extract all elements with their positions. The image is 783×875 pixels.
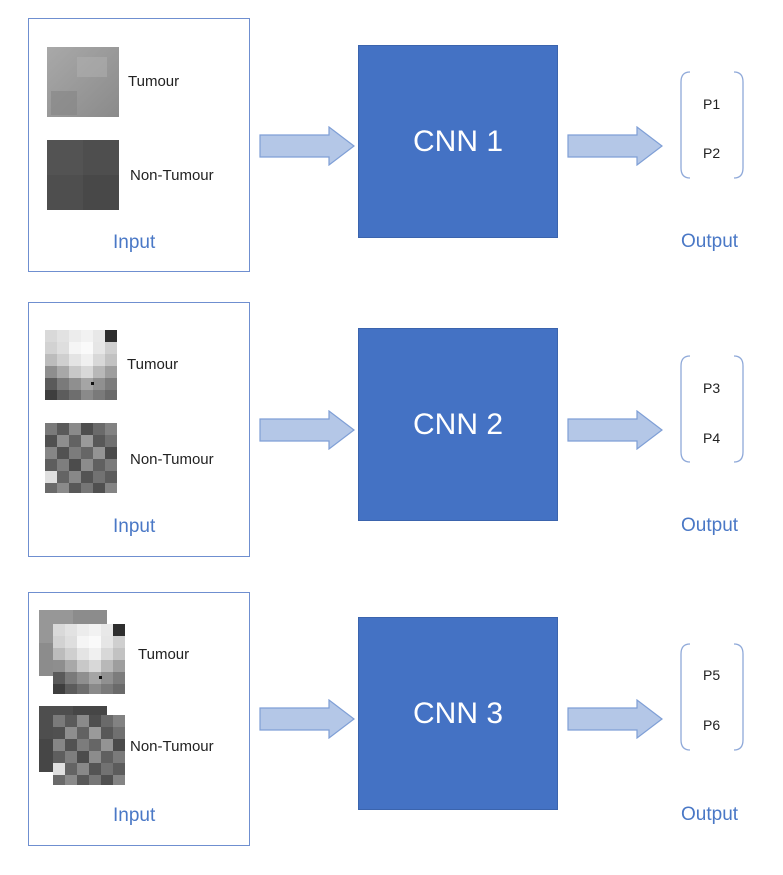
output-vector-brackets [680,355,744,463]
input-box: Tumour Non-Tumour Input [28,302,250,557]
non-tumour-label: Non-Tumour [130,167,214,184]
arrow-right-icon [567,699,663,739]
pipeline-row-3: Tumour Non-Tumour Input CNN 3 P5 P6 Outp… [0,580,783,870]
output-vector-brackets [680,71,744,179]
tumour-label: Tumour [127,356,179,373]
output-label: Output [681,231,739,252]
tumour-patch-image [53,624,125,694]
output-value: P4 [703,430,721,446]
arrow-right-icon [567,410,663,450]
pipeline-row-2: Tumour Non-Tumour Input CNN 2 P3 P4 Outp… [0,285,783,575]
tumour-label: Tumour [138,646,190,663]
arrow-right-icon [259,126,355,166]
pipeline-row-1: Tumour Non-Tumour Input CNN 1 P1 P2 Outp… [0,0,783,290]
input-box: Tumour Non-Tumour Input [28,592,250,846]
non-tumour-patch-image [45,423,117,493]
output-value: P2 [703,145,721,161]
input-label: Input [113,232,156,253]
non-tumour-label: Non-Tumour [130,738,214,755]
non-tumour-patch-image [47,140,119,210]
non-tumour-label: Non-Tumour [130,451,214,468]
output-label: Output [681,804,739,825]
output-value: P3 [703,380,721,396]
cnn-block: CNN 3 [358,617,558,810]
tumour-patch-image [45,330,117,400]
input-label: Input [113,516,156,537]
output-value: P6 [703,717,721,733]
cnn-block: CNN 2 [358,328,558,521]
tumour-label: Tumour [128,73,180,90]
arrow-right-icon [259,699,355,739]
input-box: Tumour Non-Tumour Input [28,18,250,272]
output-value: P5 [703,667,721,683]
tumour-patch-image [47,47,119,117]
output-value: P1 [703,96,721,112]
cnn-block: CNN 1 [358,45,558,238]
arrow-right-icon [259,410,355,450]
arrow-right-icon [567,126,663,166]
output-label: Output [681,515,739,536]
non-tumour-patch-image [53,715,125,785]
output-vector-brackets [680,643,744,751]
input-label: Input [113,805,156,826]
